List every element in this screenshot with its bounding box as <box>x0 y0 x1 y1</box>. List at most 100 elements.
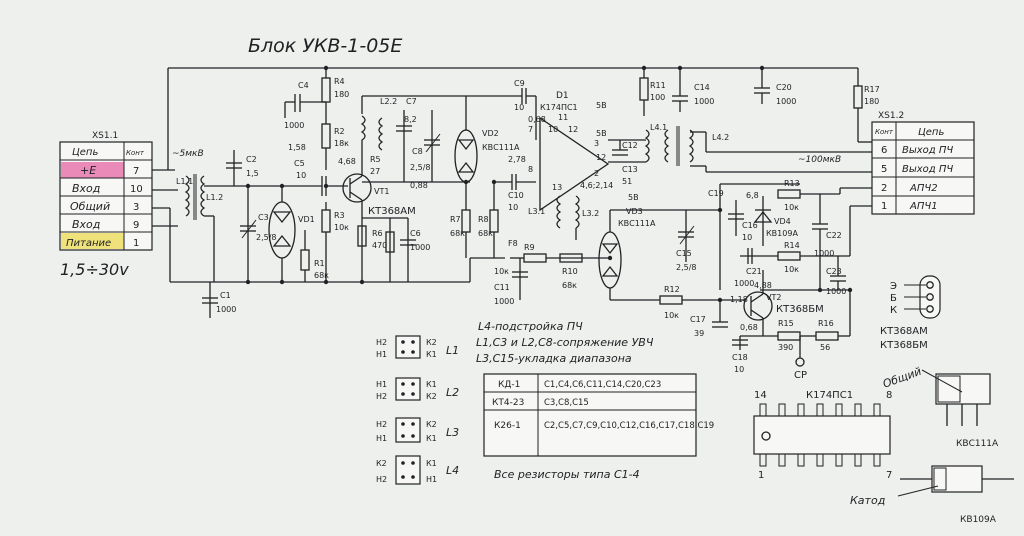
voltage-1: 1,58 <box>288 143 306 152</box>
diode-type-kvs111a: КВС111А <box>956 439 999 449</box>
label-f8: F8 <box>508 239 518 248</box>
value-r2: 18к <box>334 139 349 148</box>
type-d1: К174ПС1 <box>540 103 578 112</box>
voltage-3: 0,88 <box>410 181 428 190</box>
label-l1-1: L1.1 <box>176 177 193 186</box>
label-c5: C5 <box>294 159 305 168</box>
diode-pinout-kv109a: Катод КВ109А <box>850 465 1014 525</box>
value-r4: 180 <box>334 90 349 99</box>
coil-l2-label: L2 <box>446 386 459 399</box>
value-r1: 68к <box>314 271 329 280</box>
coil-l4-top-right: К1 <box>426 459 437 468</box>
type-vt1: КТ368АМ <box>368 206 416 217</box>
coil-l1-bottom-left: Н1 <box>376 350 387 359</box>
ic-body <box>753 415 891 455</box>
label-l4-1: L4.1 <box>650 123 667 132</box>
label-r9: R9 <box>524 243 535 252</box>
value-c21: 1000 <box>734 279 754 288</box>
connector-xs1-1: XS1.1 Цепь Конт +Е 7 Вход 10 Общий 3 Вхо… <box>59 131 204 279</box>
coil-l2-top-left: Н1 <box>376 380 387 389</box>
label-r6: R6 <box>372 229 383 238</box>
label-r4: R4 <box>334 77 345 86</box>
value-c8: 2,5/8 <box>410 163 431 172</box>
value-c13: 51 <box>622 177 632 186</box>
xs1-2-header-signal: Цепь <box>918 127 944 138</box>
label-c12: C12 <box>622 141 638 150</box>
value-c23: 1000 <box>826 287 846 296</box>
transistor-pinout: Э Б К КТ368АМ КТ368БМ <box>880 275 941 351</box>
tuning-notes: L4-подстройка ПЧ L1,C3 и L2,C8-сопряжени… <box>476 320 654 365</box>
d1-pin-3: 3 <box>594 139 599 148</box>
label-l2-2: L2.2 <box>380 97 397 106</box>
wiring <box>152 65 872 367</box>
label-c23: C23 <box>826 267 842 276</box>
label-r13: R13 <box>784 179 800 188</box>
value-c2: 1,5 <box>246 169 259 178</box>
label-c10: C10 <box>508 191 524 200</box>
type-vd3: КВС111А <box>618 219 656 228</box>
connector-xs1-2: XS1.2 Конт Цепь 6 Выход ПЧ 5 Выход ПЧ 2 … <box>798 111 975 215</box>
ic-pin-1: 1 <box>758 470 764 481</box>
xs1-1-signal-1: +Е <box>80 164 96 177</box>
xs1-1-pin-1: 7 <box>133 166 139 177</box>
xs1-1-pin-4: 9 <box>133 220 139 231</box>
coil-l2-bottom-left: Н2 <box>376 392 387 401</box>
xs1-1-signal-3: Общий <box>70 200 110 213</box>
label-r10: R10 <box>562 267 578 276</box>
xs1-2-pin-4: 1 <box>881 201 887 212</box>
d1-pin-11: 11 <box>558 113 568 122</box>
ic-pinout: К174ПС1 14 8 1 7 <box>753 390 892 481</box>
d1-pin-13: 13 <box>552 183 562 192</box>
label-l3-2: L3.2 <box>582 209 599 218</box>
value-c18: 10 <box>734 365 744 374</box>
label-vd1: VD1 <box>298 215 315 224</box>
coil-l4-top-left: К2 <box>376 459 387 468</box>
xs1-1-signal-2: Вход <box>72 182 100 195</box>
label-c3: C3 <box>258 213 269 222</box>
note-l4: L4-подстройка ПЧ <box>478 320 583 333</box>
value-c17: 39 <box>694 329 704 338</box>
coil-l4-label: L4 <box>446 464 459 477</box>
value-r10: 68к <box>562 281 577 290</box>
cap-type-3: К26-1 <box>494 421 521 431</box>
xs1-2-header-pin: Конт <box>875 128 894 136</box>
d1-pin-12: 12 <box>568 125 578 134</box>
xs1-2-signal-1: Выход ПЧ <box>902 145 953 156</box>
resistor-note: Все резисторы типа С1-4 <box>494 468 640 481</box>
xs1-1-header-signal: Цепь <box>72 147 98 158</box>
d1-pin-2: 2 <box>594 169 599 178</box>
label-l3-1: L3.1 <box>528 207 545 216</box>
value-c12: 12 <box>596 153 606 162</box>
label-c14: C14 <box>694 83 710 92</box>
value-r3: 10к <box>334 223 349 232</box>
value-c1: 1000 <box>216 305 236 314</box>
value-c9: 10 <box>514 103 524 112</box>
coil-l1: Н2 К2 Н1 К1 L1 <box>376 335 459 359</box>
value-c4: 1000 <box>284 121 304 130</box>
label-c4: C4 <box>298 81 309 90</box>
d1-pin-7: 7 <box>528 125 533 134</box>
coil-l3: Н2 К2 Н1 К1 L3 <box>376 417 459 443</box>
value-r14: 10к <box>784 265 799 274</box>
label-d1: D1 <box>556 91 569 101</box>
coil-l3-top-left: Н2 <box>376 420 387 429</box>
connector-right-name: XS1.2 <box>878 111 904 121</box>
value-c6: 1000 <box>410 243 430 252</box>
coil-l2-bottom-right: К2 <box>426 392 437 401</box>
capacitor-type-table: КД-1 C1,C4,C6,C11,C14,C20,C23 КТ4-23 C3,… <box>483 373 714 481</box>
d1-pin-8: 8 <box>528 165 533 174</box>
type-vd4: КВ109А <box>766 229 798 238</box>
label-c9: C9 <box>514 79 525 88</box>
voltage-2: 4,68 <box>338 157 356 166</box>
xs1-1-header-pin: Конт <box>126 149 145 157</box>
label-r12: R12 <box>664 285 680 294</box>
transistor-type-1: КТ368АМ <box>880 326 928 337</box>
diode-type-kv109a: КВ109А <box>960 515 997 525</box>
label-c18: C18 <box>732 353 748 362</box>
xs1-2-pin-3: 2 <box>881 183 887 194</box>
xs1-2-signal-2: Выход ПЧ <box>902 164 953 175</box>
value-c5: 10 <box>296 171 306 180</box>
plus-highlight <box>61 162 124 178</box>
label-vt2: VT2 <box>766 293 781 302</box>
voltage-12: 1,18 <box>730 295 748 304</box>
